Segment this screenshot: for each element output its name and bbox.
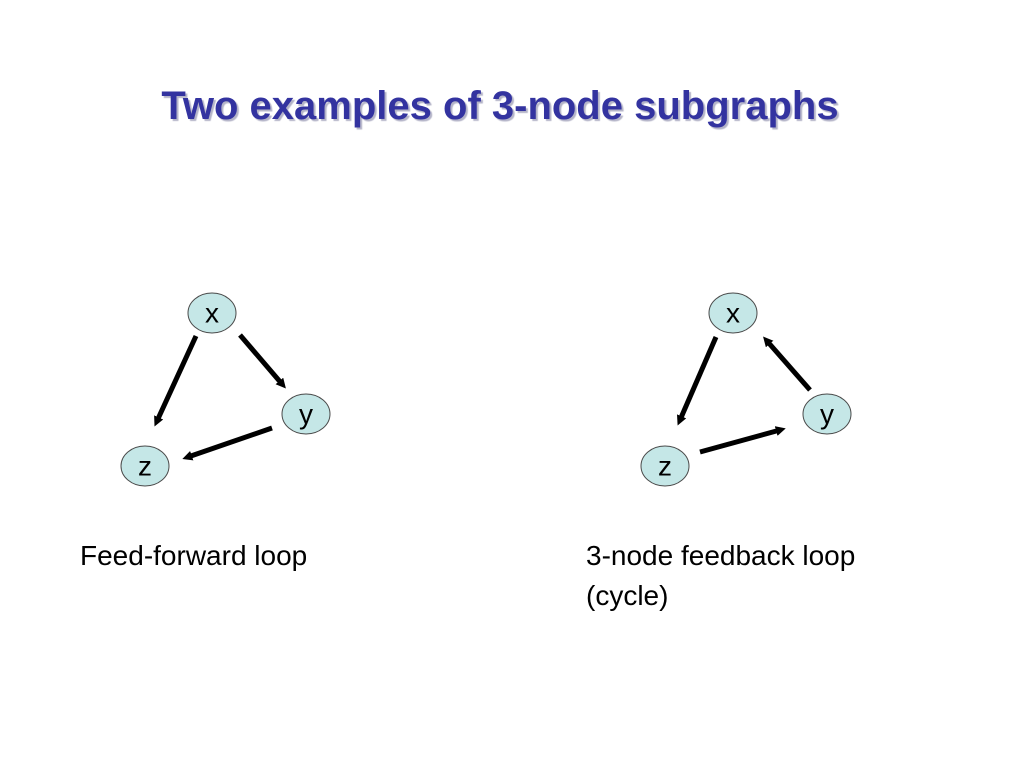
feed-forward-graph: x y z [120, 292, 331, 487]
feed-forward-caption: Feed-forward loop [80, 540, 308, 571]
feedback-loop-caption: 3-node feedback loop (cycle) [586, 536, 855, 616]
edge-x-to-z [154, 334, 199, 427]
edge-x-to-y [238, 333, 286, 389]
edge-y-to-z [182, 425, 273, 461]
node-x: x [187, 292, 237, 334]
edge-y-to-x [763, 336, 812, 392]
node-z: z [120, 445, 170, 487]
feedback-loop-caption-line1: 3-node feedback loop [586, 540, 856, 571]
node-label: x [726, 298, 740, 329]
node-y: y [281, 393, 331, 435]
node-x: x [708, 292, 758, 334]
node-z: z [640, 445, 690, 487]
slide-title: Two examples of 3-node subgraphs [161, 84, 839, 128]
node-label: x [205, 298, 219, 329]
node-label: z [138, 451, 152, 482]
feedback-loop-graph: x y z [640, 292, 852, 487]
node-y: y [802, 393, 852, 435]
edge-x-to-z [677, 336, 719, 426]
node-label: y [820, 399, 834, 430]
node-label: z [658, 451, 672, 482]
node-label: y [299, 399, 313, 430]
feedback-loop-caption-line2: (cycle) [586, 580, 669, 611]
edge-z-to-y [699, 426, 786, 455]
